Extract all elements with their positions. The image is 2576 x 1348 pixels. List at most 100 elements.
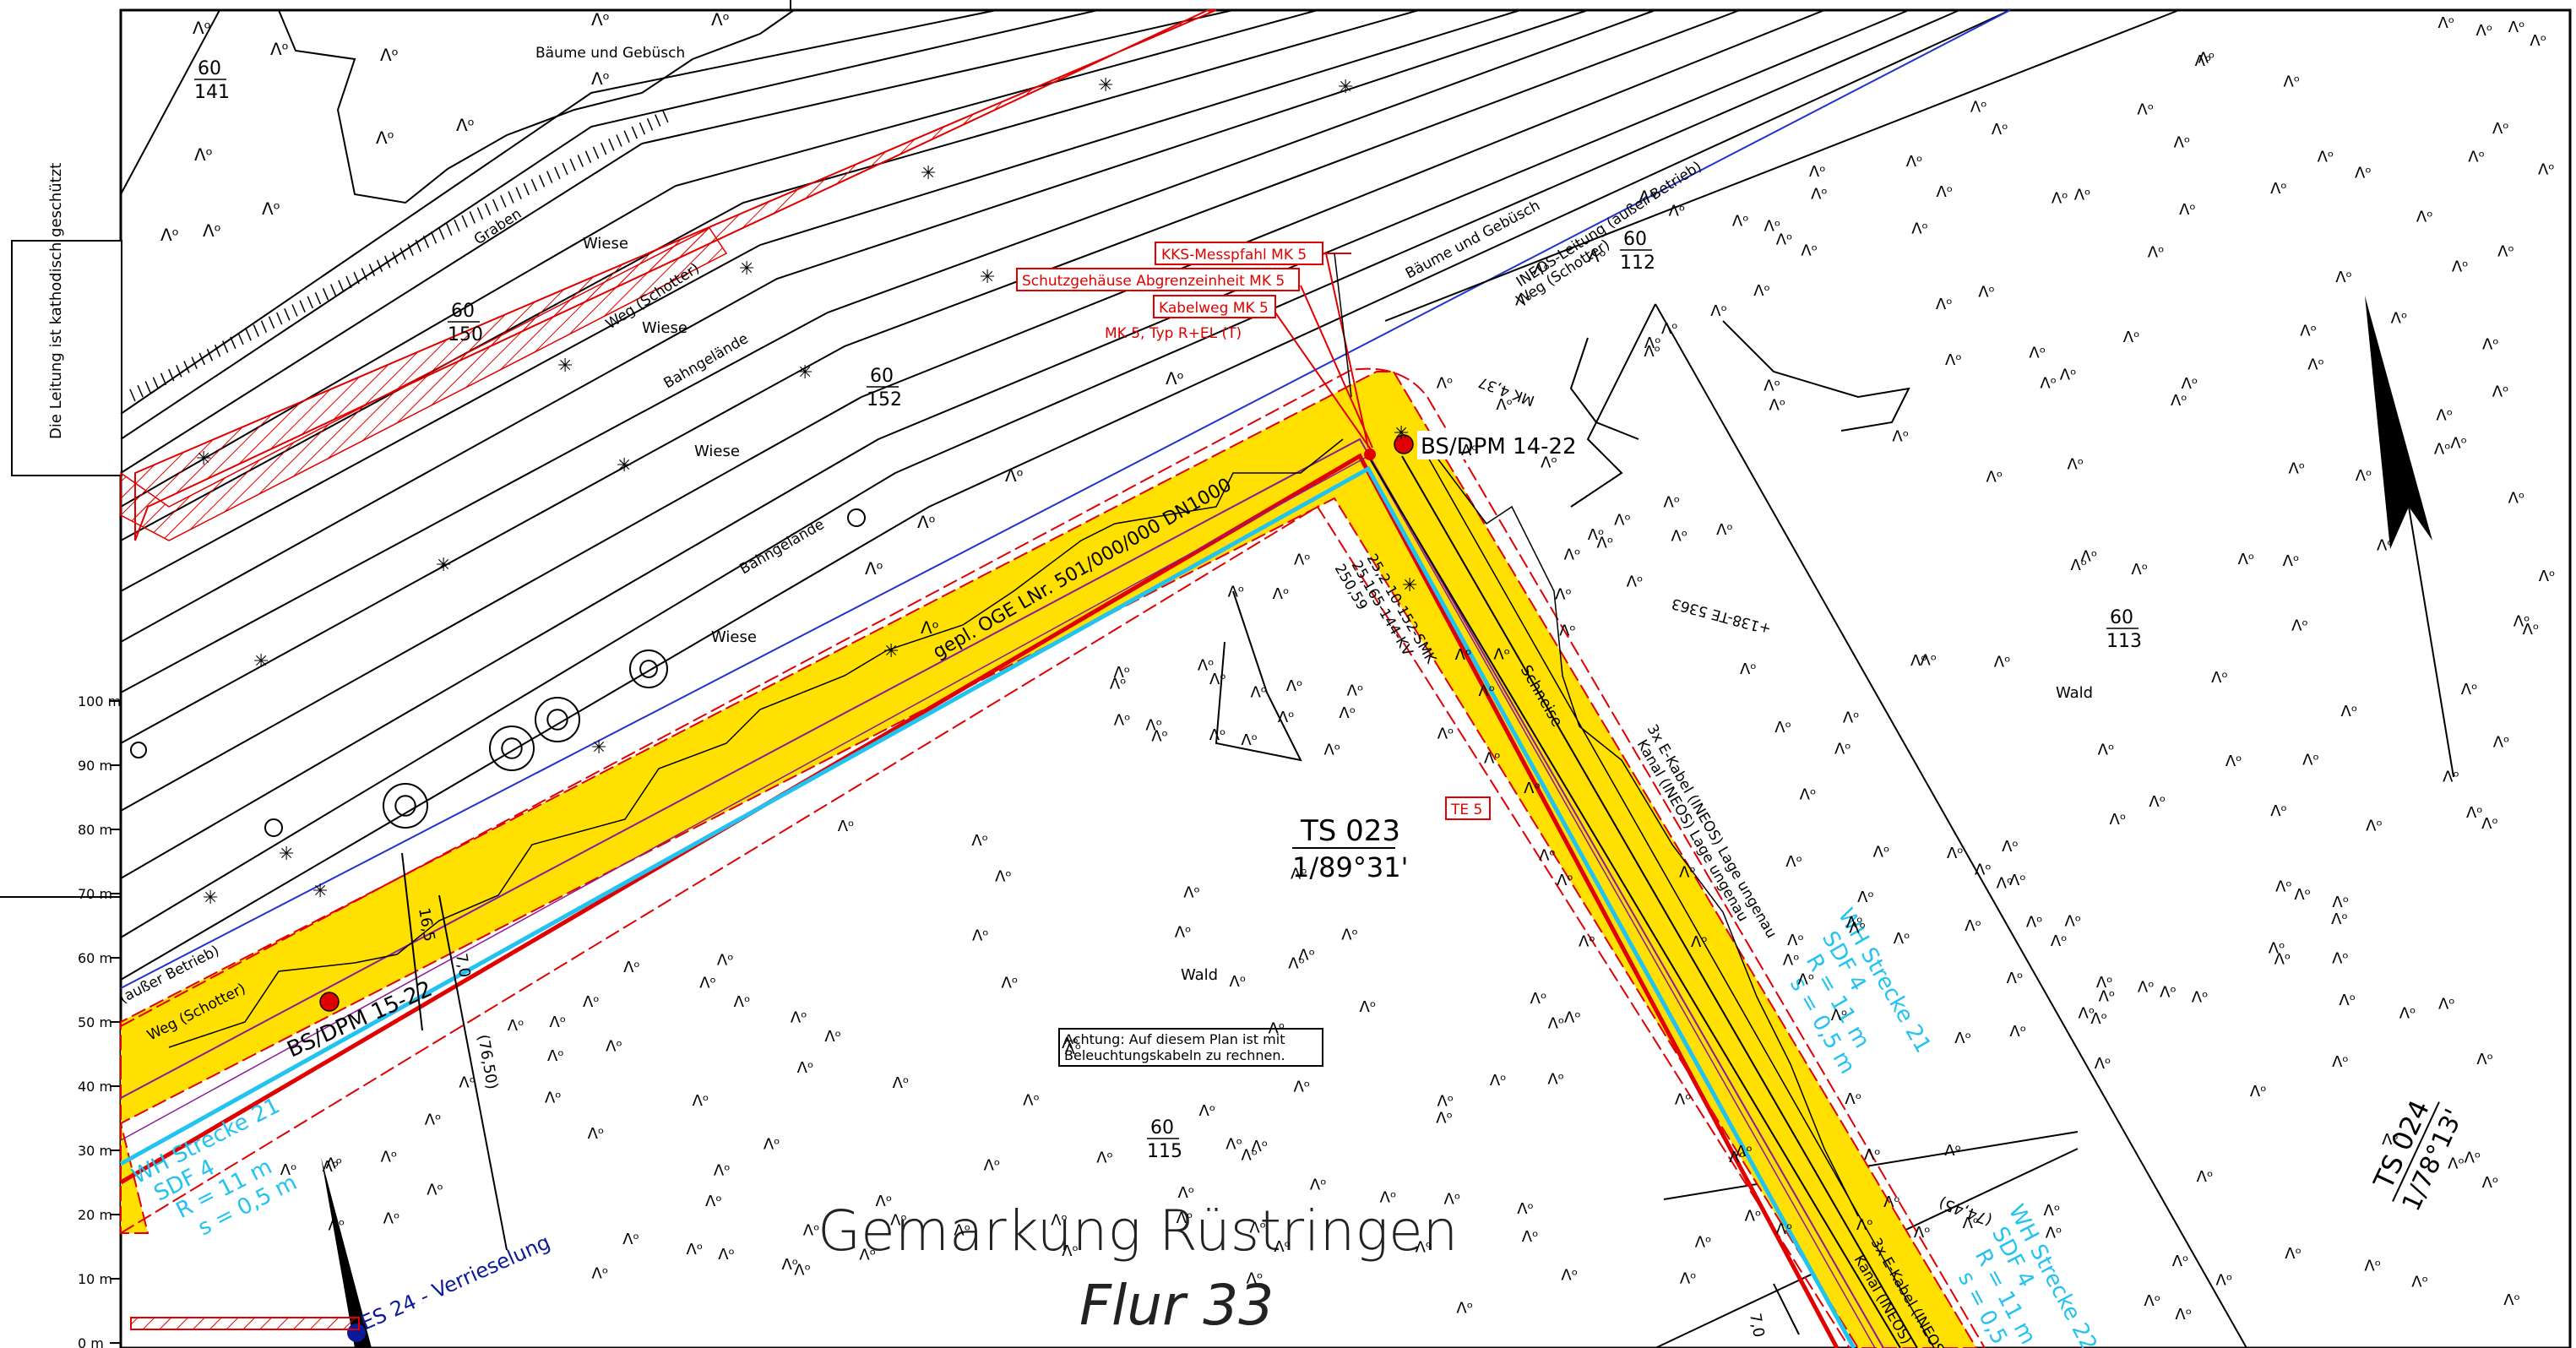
tree-symbol: ᐱᵒ [687,1241,704,1258]
tree-symbol: ᐱᵒ [1963,1215,1980,1232]
dimension-markers [401,852,1800,1335]
ineos-line [120,9,2011,989]
tree-symbol: ᐱᵒ [1675,1090,1692,1108]
tree-symbol: ᐱᵒ [2302,751,2319,769]
tree-symbol: ᐱᵒ [1564,1008,1581,1026]
tree-symbol: ᐱᵒ [1639,187,1657,207]
tree-symbol: ᐱᵒ [1114,711,1131,729]
tree-symbol: ᐱᵒ [1914,1224,1931,1242]
tree-symbol: ᐱᵒ [1561,1267,1578,1285]
label-wiese-3: Wiese [694,443,740,460]
tree-symbol: ᐱᵒ [717,952,734,970]
tree-symbol: ᐱᵒ [2283,73,2300,91]
tree-symbol: ᐱᵒ [2482,336,2499,354]
svg-text:112: 112 [1620,253,1655,274]
tree-symbol: ᐱᵒ [2307,356,2324,373]
tree-symbol: ᐱᵒ [1564,546,1581,564]
tree-symbol: ᐱᵒ [1323,742,1340,759]
tree-symbol: ᐱᵒ [1530,990,1547,1008]
scale-tick-label: 90 m [78,758,112,774]
tree-symbol: ᐱᵒ [1310,1176,1327,1193]
tree-symbol: ᐱᵒ [1437,375,1454,393]
tree-symbol: ᐱᵒ [2476,1051,2493,1068]
tree-symbol: ᐱᵒ [623,959,640,976]
label-wald-2: Wald [2056,684,2093,702]
label-wiese-4: Wiese [711,628,757,646]
tree-symbol: ᐱᵒ [1801,242,1818,259]
tree-symbol: ᐱᵒ [1732,212,1749,230]
shrub-symbol: ✳ [196,448,211,470]
tree-symbol: ᐱᵒ [693,1092,709,1110]
tree-symbol: ᐱᵒ [2007,970,2024,987]
tree-symbol: ᐱᵒ [1062,1035,1079,1052]
tree-symbol: ᐱᵒ [1005,465,1024,486]
point-bs-14-22[interactable]: BS/DPM 14-22 [1394,431,1577,459]
scale-tick-label: 0 m [78,1335,104,1348]
tree-symbol: ᐱᵒ [1444,1190,1461,1208]
tree-symbol: ᐱᵒ [2026,913,2043,931]
tree-symbol: ᐱᵒ [995,868,1012,886]
tree-symbol: ᐱᵒ [1230,973,1247,991]
svg-text:150: 150 [448,324,483,345]
tree-symbol: ᐱᵒ [2195,52,2212,70]
label-wald-1: Wald [1181,966,1218,984]
svg-text:60: 60 [198,58,221,79]
tree-symbol: ᐱᵒ [1710,302,1727,320]
tree-symbol: ᐱᵒ [2539,568,2556,585]
tree-symbol: ᐱᵒ [2090,1010,2107,1028]
tree-symbol: ᐱᵒ [606,1038,622,1056]
tree-symbol: ᐱᵒ [1293,1079,1310,1096]
tree-symbol: ᐱᵒ [2332,949,2349,967]
scale-tick-label: 80 m [78,822,112,838]
shrub-symbol: ✳ [797,362,812,383]
tree-symbol: ᐱᵒ [1278,709,1295,726]
pipeline-red [119,453,1840,1348]
tree-symbol: ᐱᵒ [2382,1131,2399,1149]
tree-symbol: ᐱᵒ [1113,664,1130,682]
tree-symbol: ᐱᵒ [1695,1233,1712,1251]
tree-symbol: ᐱᵒ [588,1125,605,1143]
tree-symbol: ᐱᵒ [2476,22,2493,40]
tree-symbol: ᐱᵒ [2332,1053,2349,1071]
tree-symbol: ᐱᵒ [1166,368,1184,389]
tree-symbol: ᐱᵒ [1548,1014,1565,1032]
tree-symbol: ᐱᵒ [1776,231,1793,249]
label-baeume-1: Bäume und Gebüsch [535,45,685,62]
label-baeume-2: Bäume und Gebüsch [1403,198,1543,283]
tree-symbol: ᐱᵒ [2179,201,2196,219]
tree-symbol: ᐱᵒ [1965,917,1981,935]
shrub-symbol: ✳ [312,881,328,902]
tree-symbol: ᐱᵒ [322,1158,339,1176]
tree-symbol: ᐱᵒ [2137,101,2154,119]
tree-symbol: ᐱᵒ [508,1017,524,1035]
tree-symbol: ᐱᵒ [591,9,610,30]
tree-symbol: ᐱᵒ [705,1193,722,1210]
svg-text:TE 5: TE 5 [1450,802,1482,818]
tree-symbol: ᐱᵒ [1936,296,1953,313]
tree-symbol: ᐱᵒ [1051,1212,1068,1230]
map-frame [119,8,2572,1348]
tree-symbol: ᐱᵒ [381,1149,398,1166]
tree-symbol: ᐱᵒ [1849,919,1866,937]
svg-text:60: 60 [451,301,475,322]
tree-symbol: ᐱᵒ [1269,1019,1285,1037]
flur-title: Flur 33 [1079,1273,1274,1338]
tree-symbol: ᐱᵒ [2356,467,2372,485]
tree-symbol: ᐱᵒ [1947,845,1964,862]
tree-symbol: ᐱᵒ [1785,853,1802,871]
tree-symbol: ᐱᵒ [1883,1193,1900,1211]
tree-symbol: ᐱᵒ [2051,932,2068,950]
tree-symbol: ᐱᵒ [203,220,221,241]
svg-text:60: 60 [2110,607,2133,628]
tree-symbol: ᐱᵒ [2492,383,2509,401]
tree-symbol: ᐱᵒ [1524,780,1541,797]
vegetation-symbols: ᐱᵒ ᐱᵒ ᐱᵒ ᐱᵒ ᐱᵒ ᐱᵒ ᐱᵒ ᐱᵒ ᐱᵒ ᐱᵒ ᐱᵒ ᐱᵒ ᐱᵒ ᐱᵒ ᐱᵒ ᐱᵒ ᐱᵒ ᐱᵒ ᐱᵒ ᐱᵒ… [160,9,2555,1324]
tree-symbol: ᐱᵒ [2285,1245,2302,1263]
tree-symbol: ᐱᵒ [2238,551,2255,568]
tree-symbol: ᐱᵒ [1496,396,1513,414]
tree-symbol: ᐱᵒ [2098,741,2115,758]
tree-symbol: ᐱᵒ [2291,617,2308,634]
tree-symbol: ᐱᵒ [1555,585,1572,603]
tree-symbol: ᐱᵒ [1920,652,1937,670]
